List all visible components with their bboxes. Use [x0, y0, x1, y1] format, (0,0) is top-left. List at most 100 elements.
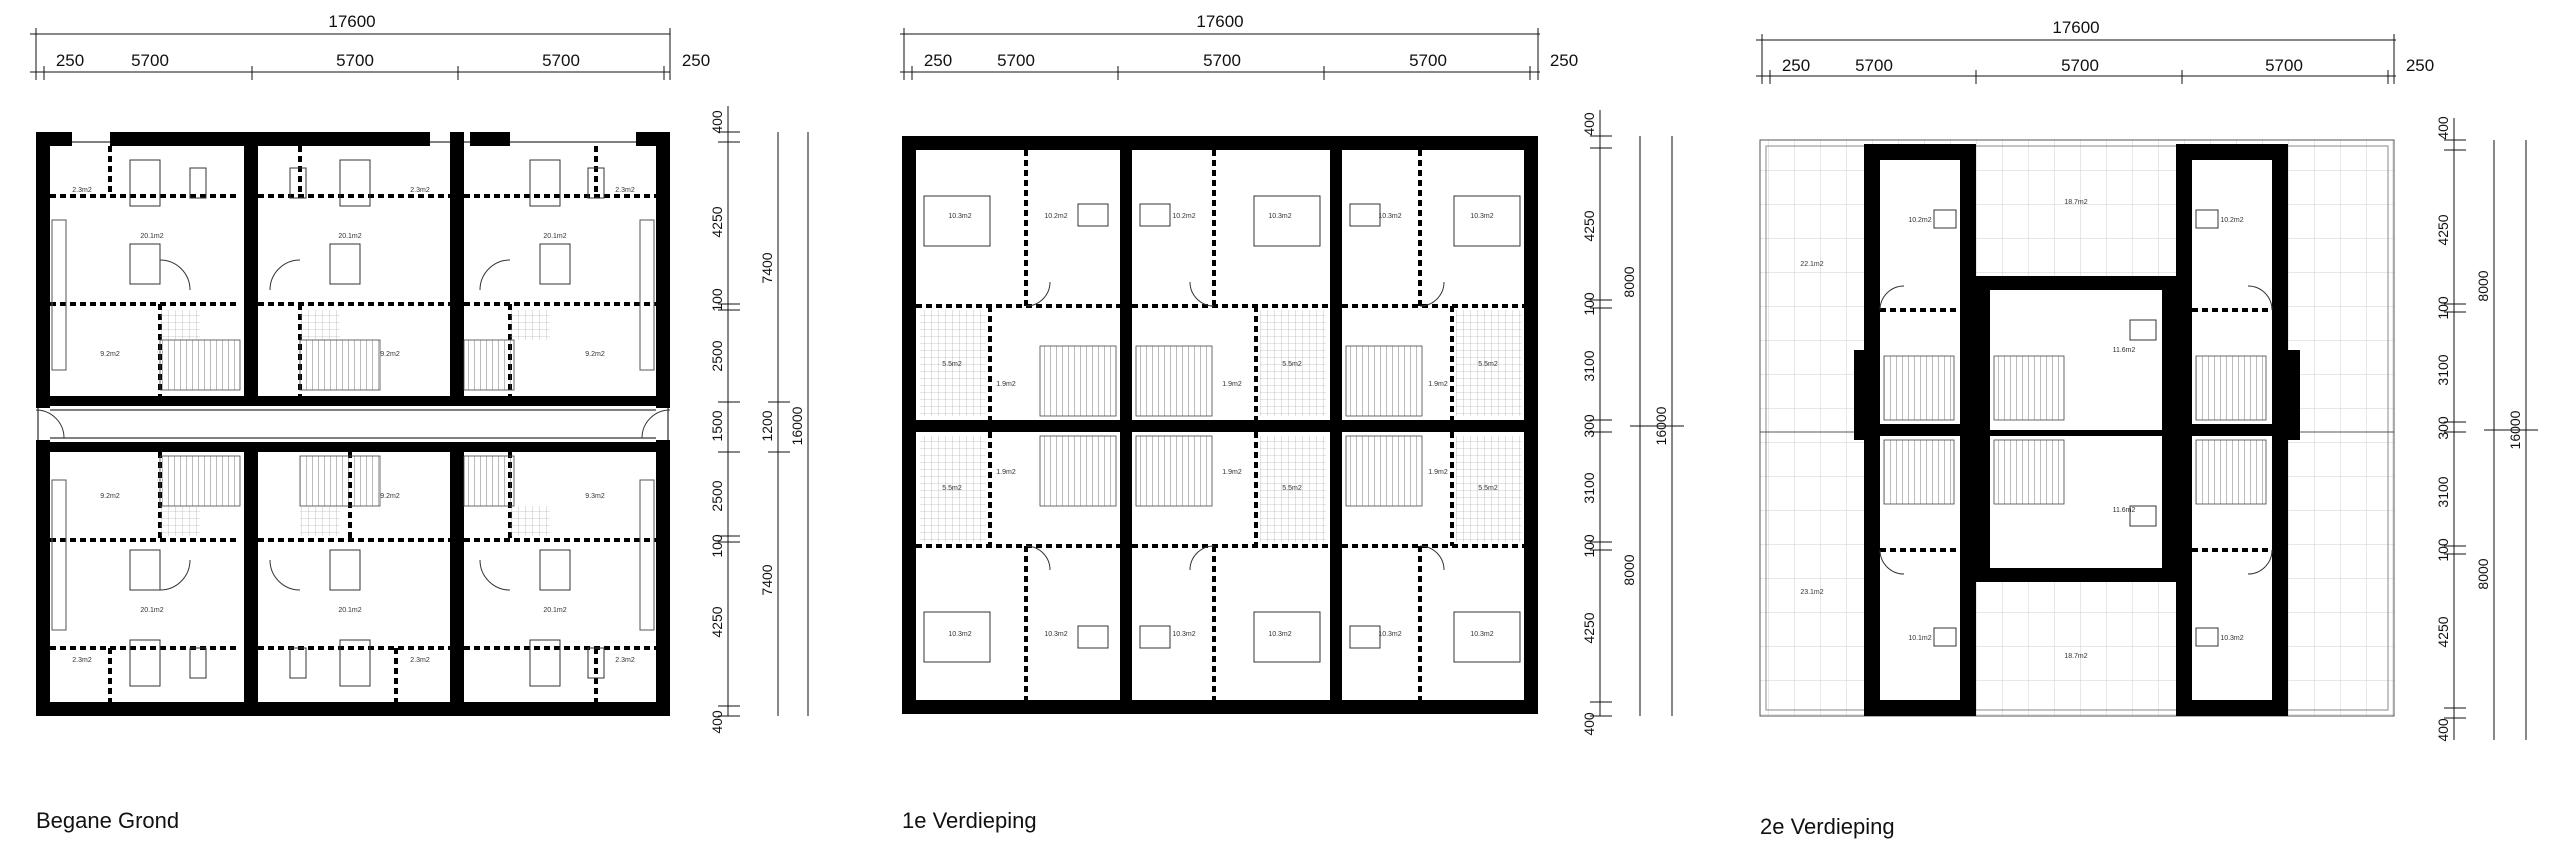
- dim-part-5: 250: [2406, 56, 2434, 75]
- top-dimension-lines: [30, 28, 671, 80]
- dim-total-width: 17600: [2052, 18, 2099, 37]
- dim-part-3: 5700: [336, 51, 374, 70]
- area-label: 18.7m2: [2064, 199, 2087, 206]
- area-label: 18.7m2: [2064, 653, 2087, 660]
- area-label: 2.3m2: [615, 657, 635, 664]
- area-label: 23.1m2: [1800, 589, 1823, 596]
- dim-side: 100: [2435, 296, 2451, 320]
- area-label: 1.9m2: [1428, 469, 1448, 476]
- area-label: 2.3m2: [410, 187, 430, 194]
- dim-side: 400: [1581, 112, 1597, 136]
- dim-side-outer: 1200: [759, 410, 775, 441]
- dim-side-outer: 8000: [1621, 266, 1637, 297]
- dim-side: 100: [1581, 292, 1597, 316]
- top-dimension-lines: [900, 28, 1540, 80]
- dim-side: 3100: [1581, 472, 1597, 503]
- area-label: 2.3m2: [615, 187, 635, 194]
- dim-side: 4250: [709, 206, 725, 237]
- area-label: 10.3m2: [1470, 213, 1493, 220]
- area-label: 10.3m2: [948, 213, 971, 220]
- dim-side: 100: [709, 288, 725, 312]
- dim-total-width: 17600: [1196, 12, 1243, 31]
- area-label: 9.2m2: [585, 351, 605, 358]
- area-label: 5.5m2: [1282, 361, 1302, 368]
- dim-side-total: 16000: [2507, 410, 2523, 449]
- room-area-labels: 2.3m2 20.1m2 2.3m2 20.1m2 2.3m2 20.1m2 9…: [72, 187, 635, 664]
- plan-second-floor: 17600 250 5700 5700 5700 250: [1756, 18, 2538, 839]
- dim-side: 400: [2435, 116, 2451, 140]
- plan-title: 1e Verdieping: [902, 808, 1037, 833]
- area-label: 20.1m2: [543, 233, 566, 240]
- area-label: 9.2m2: [380, 493, 400, 500]
- dim-part-2: 5700: [997, 51, 1035, 70]
- dim-part-4: 5700: [542, 51, 580, 70]
- dim-part-1: 250: [1782, 56, 1810, 75]
- dim-side: 400: [2435, 718, 2451, 742]
- dim-side: 300: [1581, 414, 1597, 438]
- area-label: 10.3m2: [1044, 631, 1067, 638]
- dim-part-3: 5700: [2061, 56, 2099, 75]
- dim-side: 400: [709, 710, 725, 734]
- dim-part-5: 250: [682, 51, 710, 70]
- dim-side: 400: [709, 110, 725, 134]
- dim-side: 3100: [2435, 354, 2451, 385]
- area-label: 9.2m2: [380, 351, 400, 358]
- dim-side: 4250: [709, 606, 725, 637]
- dim-part-2: 5700: [1855, 56, 1893, 75]
- dim-side-total: 16000: [1653, 406, 1669, 445]
- dim-side-outer: 8000: [2475, 558, 2491, 589]
- dim-side: 4250: [1581, 612, 1597, 643]
- dim-part-1: 250: [924, 51, 952, 70]
- dim-side-outer: 8000: [1621, 554, 1637, 585]
- area-label: 10.2m2: [2220, 217, 2243, 224]
- dim-side: 2500: [709, 340, 725, 371]
- plan-title: Begane Grond: [36, 808, 179, 833]
- top-dimension-lines: [1756, 34, 2396, 84]
- area-label: 9.2m2: [100, 493, 120, 500]
- dim-total-width: 17600: [328, 12, 375, 31]
- area-label: 20.1m2: [140, 233, 163, 240]
- area-label: 2.3m2: [410, 657, 430, 664]
- area-label: 10.3m2: [2220, 635, 2243, 642]
- area-label: 10.3m2: [1268, 631, 1291, 638]
- area-label: 1.9m2: [996, 381, 1016, 388]
- area-label: 1.9m2: [1222, 469, 1242, 476]
- area-label: 11.6m2: [2113, 347, 2136, 354]
- area-label: 9.3m2: [585, 493, 605, 500]
- area-label: 10.3m2: [1470, 631, 1493, 638]
- room-area-labels: 10.2m2 18.7m2 10.2m2 22.1m2 11.6m2 11.6m…: [1800, 199, 2243, 660]
- area-label: 2.3m2: [72, 657, 92, 664]
- area-label: 1.9m2: [1222, 381, 1242, 388]
- area-label: 5.5m2: [1282, 485, 1302, 492]
- area-label: 20.1m2: [543, 607, 566, 614]
- dim-part-3: 5700: [1203, 51, 1241, 70]
- area-label: 10.3m2: [1378, 631, 1401, 638]
- area-label: 20.1m2: [338, 607, 361, 614]
- area-label: 10.2m2: [1172, 213, 1195, 220]
- area-label: 22.1m2: [1800, 261, 1823, 268]
- dim-side: 100: [2435, 538, 2451, 562]
- dim-side: 3100: [2435, 476, 2451, 507]
- area-label: 11.6m2: [2113, 507, 2136, 514]
- area-label: 5.5m2: [1478, 485, 1498, 492]
- plan-title: 2e Verdieping: [1760, 814, 1895, 839]
- side-dimension-lines: [718, 106, 809, 717]
- area-label: 10.1m2: [1908, 635, 1931, 642]
- area-label: 10.3m2: [1268, 213, 1291, 220]
- building-walls: [35, 132, 671, 716]
- area-label: 5.5m2: [942, 361, 962, 368]
- area-label: 10.2m2: [1044, 213, 1067, 220]
- dim-side: 4250: [2435, 616, 2451, 647]
- dim-side: 400: [1581, 712, 1597, 736]
- dim-side-outer: 7400: [759, 252, 775, 283]
- dim-part-2: 5700: [131, 51, 169, 70]
- area-label: 2.3m2: [72, 187, 92, 194]
- dim-side-outer: 8000: [2475, 270, 2491, 301]
- area-label: 20.1m2: [338, 233, 361, 240]
- plan-ground-floor: 17600 250 5700 5700 5700 250: [30, 12, 809, 833]
- area-label: 10.2m2: [1908, 217, 1931, 224]
- dim-side: 100: [1581, 534, 1597, 558]
- dim-side-total: 16000: [789, 406, 805, 445]
- building-walls: [902, 136, 1538, 714]
- dim-part-4: 5700: [1409, 51, 1447, 70]
